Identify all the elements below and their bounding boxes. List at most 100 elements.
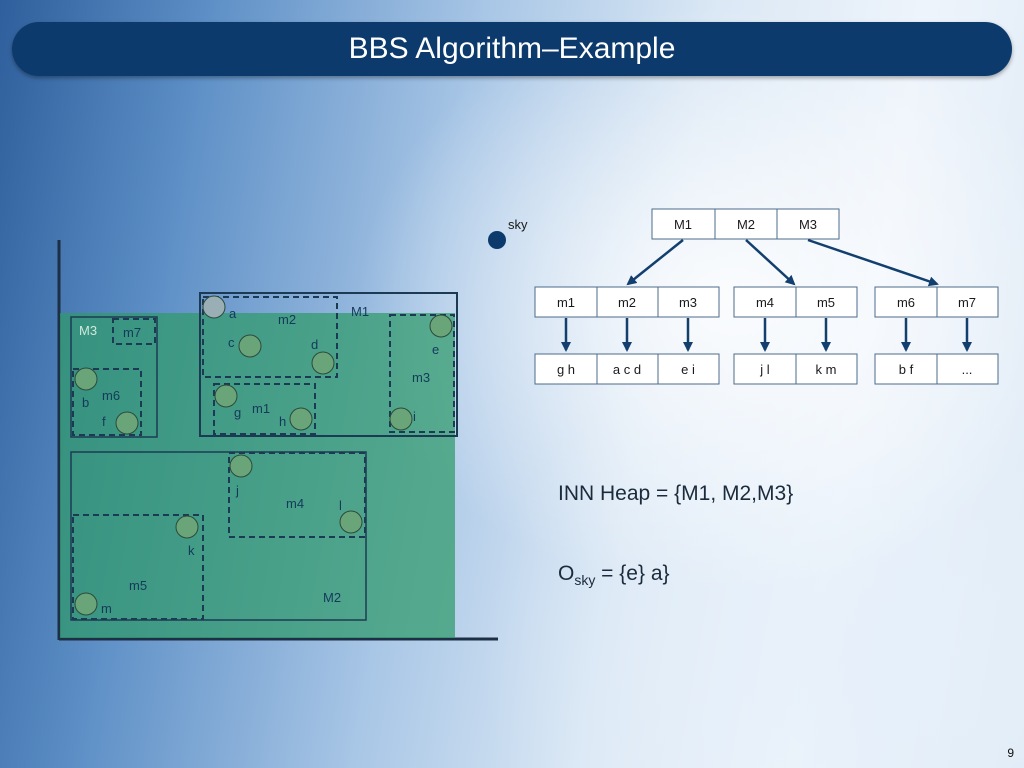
root-label-M2: M2 — [737, 217, 755, 232]
point-d — [311, 351, 335, 375]
point-f — [115, 411, 139, 435]
label-m2: m2 — [278, 312, 296, 327]
point-k — [175, 515, 199, 539]
mbr-m6 — [72, 368, 142, 436]
leaf-label-km: k m — [816, 362, 837, 377]
point-label-i: i — [413, 409, 416, 424]
point-c — [238, 334, 262, 358]
leaf-more[interactable] — [936, 353, 999, 385]
mbr-m5 — [72, 514, 204, 620]
point-l — [339, 510, 363, 534]
mbr-M1 — [199, 292, 458, 437]
rtree-leaves: g h a c d e i j l k m b f ... — [534, 353, 999, 385]
node-m7[interactable] — [936, 286, 999, 318]
node-label-m7: m7 — [958, 295, 976, 310]
point-label-b: b — [82, 395, 89, 410]
mbr-m2 — [202, 296, 338, 378]
point-label-l: l — [339, 498, 342, 513]
label-M2: M2 — [323, 590, 341, 605]
osky-value: = {e} a} — [595, 562, 670, 585]
point-label-e: e — [432, 342, 439, 357]
label-M3: M3 — [79, 323, 97, 338]
leaf-label-ei: e i — [681, 362, 695, 377]
node-m5[interactable] — [795, 286, 858, 318]
label-m6: m6 — [102, 388, 120, 403]
point-label-j: j — [235, 483, 239, 498]
rtree-root: M1 M2 M3 — [651, 208, 840, 240]
osky-text: Osky = {e} a} — [558, 562, 670, 588]
node-label-m1: m1 — [557, 295, 575, 310]
root-label-M3: M3 — [799, 217, 817, 232]
label-m5: m5 — [129, 578, 147, 593]
point-label-f: f — [102, 414, 106, 429]
label-m1: m1 — [252, 401, 270, 416]
mbr-m3 — [389, 314, 455, 433]
node-m6[interactable] — [874, 286, 938, 318]
label-m3: m3 — [412, 370, 430, 385]
rtree-arrows — [561, 238, 972, 352]
osky-sub: sky — [574, 572, 596, 589]
leaf-jl[interactable] — [733, 353, 797, 385]
data-points — [74, 295, 453, 616]
point-label-g: g — [234, 405, 241, 420]
point-b — [74, 367, 98, 391]
heap-value: M1, M2,M3 — [681, 482, 787, 505]
leaf-label-more: ... — [962, 362, 973, 377]
node-m4[interactable] — [733, 286, 797, 318]
leaf-ei[interactable] — [657, 353, 720, 385]
node-label-m5: m5 — [817, 295, 835, 310]
point-label-d: d — [311, 337, 318, 352]
node-label-m3: m3 — [679, 295, 697, 310]
leaf-label-acd: a c d — [613, 362, 641, 377]
leaf-bf[interactable] — [874, 353, 938, 385]
node-label-m4: m4 — [756, 295, 774, 310]
page-number: 9 — [1007, 746, 1014, 760]
label-m7: m7 — [123, 325, 141, 340]
point-j — [229, 454, 253, 478]
root-node-M3[interactable] — [776, 208, 840, 240]
node-label-m6: m6 — [897, 295, 915, 310]
root-label-M1: M1 — [674, 217, 692, 232]
rtree-level2: m1 m2 m3 m4 m5 m6 m7 — [534, 286, 999, 318]
leaf-label-jl: j l — [759, 362, 770, 377]
arrow-M3-m — [807, 238, 939, 287]
title-bar: BBS Algorithm–Example — [12, 22, 1012, 76]
label-m4: m4 — [286, 496, 304, 511]
arrow-M2-m — [745, 239, 796, 286]
heap-label: INN Heap = { — [558, 482, 682, 505]
node-m3[interactable] — [657, 286, 720, 318]
mbr-M2 — [70, 451, 367, 621]
osky-prefix: O — [558, 562, 575, 585]
inn-heap-text: INN Heap = {M1, M2,M3} — [558, 482, 793, 506]
arrow-M1-m — [626, 239, 684, 286]
point-m — [74, 592, 98, 616]
point-a — [202, 295, 226, 319]
leaf-label-gh: g h — [557, 362, 575, 377]
point-label-m: m — [101, 601, 112, 616]
leaf-label-bf: b f — [899, 362, 914, 377]
point-label-h: h — [279, 414, 286, 429]
point-i — [389, 407, 413, 431]
node-m1[interactable] — [534, 286, 598, 318]
point-label-c: c — [228, 335, 235, 350]
dominance-region — [60, 313, 455, 638]
sky-label: sky — [508, 217, 528, 232]
point-label-k: k — [188, 543, 195, 558]
point-e — [429, 314, 453, 338]
heap-close: } — [786, 482, 794, 505]
leaf-acd[interactable] — [596, 353, 659, 385]
mbr-m1 — [213, 383, 316, 435]
leaf-gh[interactable] — [534, 353, 598, 385]
mbr-M3 — [70, 316, 158, 438]
slide-title: BBS Algorithm–Example — [348, 32, 676, 65]
point-h — [289, 407, 313, 431]
node-m2[interactable] — [596, 286, 659, 318]
label-M1: M1 — [351, 304, 369, 319]
root-node-M1[interactable] — [651, 208, 716, 240]
sky-marker — [488, 231, 506, 249]
point-g — [214, 384, 238, 408]
leaf-km[interactable] — [795, 353, 858, 385]
mbr-m7 — [112, 318, 156, 345]
point-label-a: a — [229, 306, 237, 321]
